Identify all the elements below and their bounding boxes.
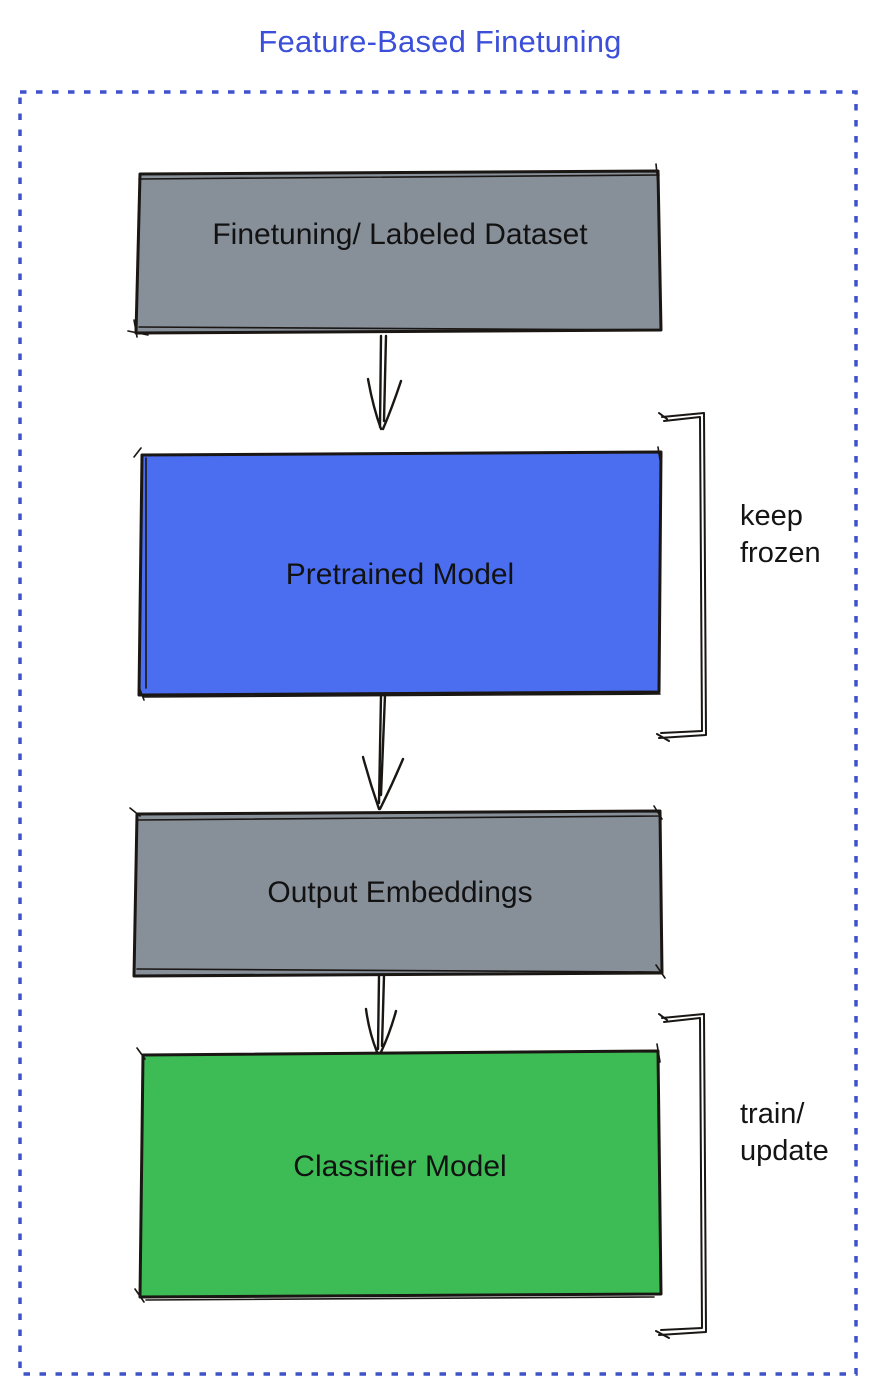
- dataset-box-sketch-lines: [127, 163, 661, 338]
- classifier-box-sketch-lines: [134, 1043, 661, 1303]
- pretrained-box-label: Pretrained Model: [285, 558, 515, 591]
- arrow-dataset-to-pretrained-icon: [366, 334, 403, 431]
- arrow-embeddings-to-classifier-icon: [364, 974, 398, 1054]
- keep-frozen-line-1: keep: [740, 500, 803, 532]
- train-update-bracket: [655, 1013, 707, 1339]
- pretrained-box-shape: [137, 450, 663, 697]
- dataset-box-shape: [134, 169, 663, 335]
- dataset-box: [127, 163, 663, 338]
- classifier-box-label: Classifier Model: [293, 1150, 507, 1183]
- pretrained-box-sketch-lines: [133, 446, 661, 701]
- keep-frozen-line-2: frozen: [740, 537, 821, 569]
- embeddings-box-sketch-lines: [129, 805, 666, 979]
- pretrained-box: [133, 446, 663, 701]
- keep-frozen-label: keep frozen: [740, 498, 821, 572]
- keep-frozen-bracket: [656, 412, 707, 742]
- page-title: Feature-Based Finetuning: [258, 24, 622, 59]
- train-update-line-2: update: [740, 1135, 829, 1167]
- classifier-box-shape: [138, 1049, 663, 1299]
- arrow-pretrained-to-embeddings-icon: [361, 693, 405, 811]
- dataset-box-label: Finetuning/ Labeled Dataset: [212, 218, 588, 251]
- train-update-line-1: train/: [740, 1098, 805, 1130]
- embeddings-box-label: Output Embeddings: [267, 876, 533, 909]
- embeddings-box: [129, 805, 666, 979]
- train-update-label: train/ update: [740, 1096, 829, 1170]
- classifier-box: [134, 1043, 663, 1303]
- dashed-boundary: [18, 90, 858, 1376]
